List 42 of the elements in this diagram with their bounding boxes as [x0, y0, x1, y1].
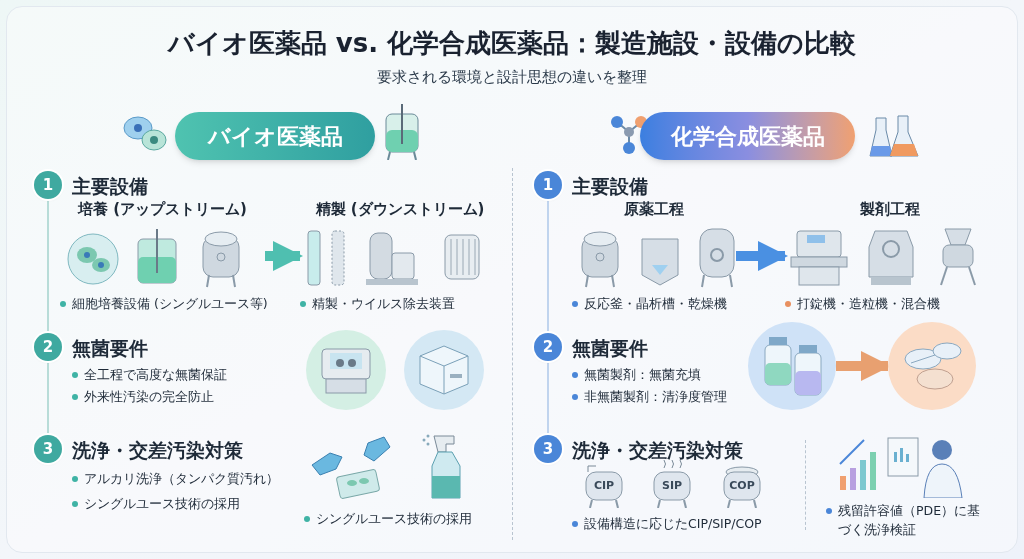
bullet-text: 無菌製剤：無菌充填 — [584, 366, 701, 384]
bullet-text: 非無菌製剤：清浄度管理 — [584, 388, 727, 406]
bullet-text: シングルユース技術の採用 — [316, 510, 472, 528]
bullet-text: シングルユース技術の採用 — [84, 495, 240, 513]
category-banner: バイオ医薬品 — [175, 112, 375, 160]
timeline-connector — [47, 360, 49, 436]
section-heading: 主要設備 — [72, 174, 148, 199]
timeline-connector — [547, 198, 549, 334]
subtitle: 要求される環境と設計思想の違いを整理 — [376, 67, 648, 88]
bullet-text: 全工程で高度な無菌保証 — [84, 366, 227, 384]
bullet-text: 設備構造に応じたCIP/SIP/COP — [584, 515, 762, 533]
step-number: 1 — [534, 171, 562, 199]
title: バイオ医薬品 vs. 化学合成医薬品：製造施設・設備の比較 — [166, 27, 858, 60]
section-heading: 洗浄・交差汚染対策 — [572, 438, 743, 463]
tank-label: CIP — [592, 478, 616, 494]
process-heading: 精製 (ダウンストリーム) — [315, 199, 485, 220]
category-banner: 化学合成医薬品 — [640, 112, 855, 160]
process-heading: 原薬工程 — [624, 199, 684, 220]
section-heading: 無菌要件 — [72, 336, 148, 361]
bullet-text: 外来性汚染の完全防止 — [84, 388, 214, 406]
section-heading: 主要設備 — [572, 174, 648, 199]
step-number: 2 — [534, 333, 562, 361]
timeline-connector — [547, 360, 549, 436]
bullet-text: 残留許容値（PDE）に基づく洗浄検証 — [838, 502, 982, 539]
step-number: 2 — [34, 333, 62, 361]
bullet-text: アルカリ洗浄（タンパク質汚れ） — [84, 470, 279, 488]
step-number: 3 — [34, 435, 62, 463]
flow-arrow — [265, 241, 303, 271]
process-heading: 製剤工程 — [860, 199, 920, 220]
bullet-text: 打錠機・造粒機・混合機 — [797, 294, 940, 313]
section-heading: 洗浄・交差汚染対策 — [72, 438, 243, 463]
bullet-text: 反応釜・晶析槽・乾燥機 — [584, 294, 727, 313]
tank-label: SIP — [660, 478, 684, 494]
step-number: 3 — [534, 435, 562, 463]
process-heading: 培養 (アップストリーム) — [78, 199, 247, 220]
flow-arrow — [736, 241, 788, 271]
bullet-text: 細胞培養設備 (シングルユース等) — [72, 294, 268, 313]
step-number: 1 — [34, 171, 62, 199]
tank-label: COP — [728, 478, 756, 494]
timeline-connector — [47, 198, 49, 334]
section-heading: 無菌要件 — [572, 336, 648, 361]
bullet-text: 精製・ウイルス除去装置 — [312, 294, 455, 313]
